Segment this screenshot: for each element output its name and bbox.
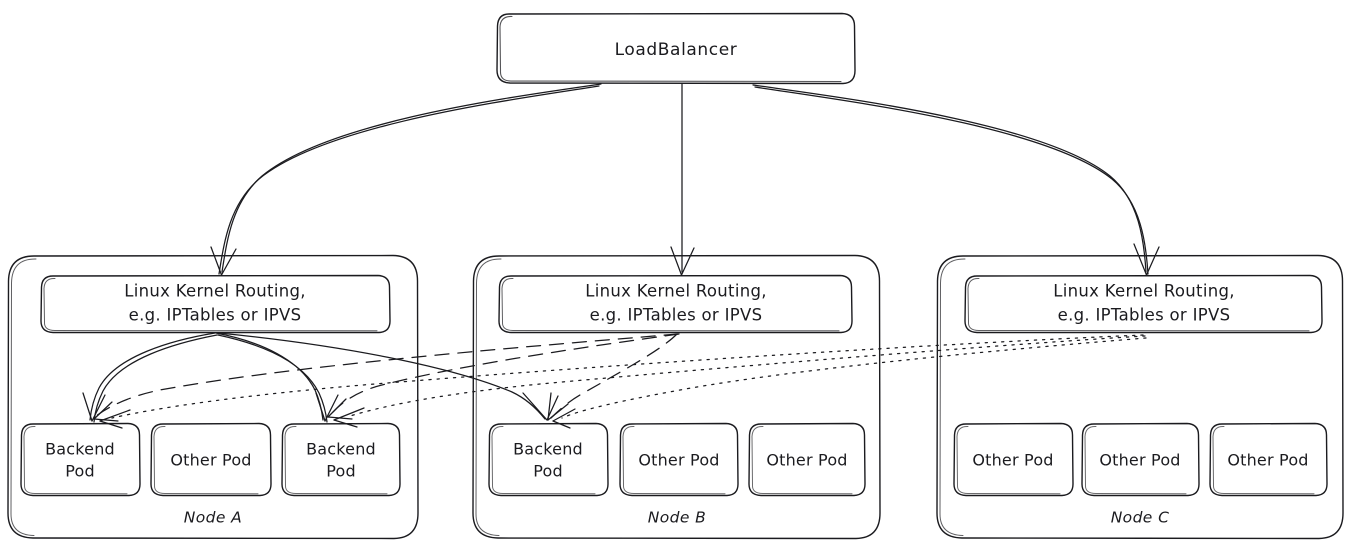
node-b-pod-2[interactable]: Other Pod xyxy=(619,422,739,497)
node-a-routing-label-line2: e.g. IPTables or IPVS xyxy=(129,306,302,325)
node-b-routing-label-line2: e.g. IPTables or IPVS xyxy=(590,306,763,325)
node-b-pod-1-label-line1: Backend xyxy=(513,440,583,459)
node-a-pod-3-label-line2: Pod xyxy=(326,462,356,481)
node-a-pod-3-label-line1: Backend xyxy=(306,440,376,459)
node-a-pod-2-label-line1: Other Pod xyxy=(170,451,251,470)
node-c-container[interactable]: Node C xyxy=(936,254,1344,540)
node-c-routing-label-line2: e.g. IPTables or IPVS xyxy=(1058,306,1231,325)
node-c-pod-1-label-line1: Other Pod xyxy=(972,451,1053,470)
node-b-pod-3-label-line1: Other Pod xyxy=(766,451,847,470)
node-b-pod-2-label-line1: Other Pod xyxy=(638,451,719,470)
node-c-pod-2-label-line1: Other Pod xyxy=(1099,451,1180,470)
node-a-routing-label-line1: Linux Kernel Routing, xyxy=(124,282,306,301)
node-c-label: Node C xyxy=(1111,509,1170,527)
node-b-pod-3[interactable]: Other Pod xyxy=(748,422,866,497)
node-a-label: Node A xyxy=(184,509,242,527)
node-c-pod-1[interactable]: Other Pod xyxy=(953,422,1074,497)
node-c-routing-label-line1: Linux Kernel Routing, xyxy=(1053,282,1235,301)
node-b-routing-box[interactable]: Linux Kernel Routing, e.g. IPTables or I… xyxy=(498,274,853,334)
node-a-pod-3[interactable]: Backend Pod xyxy=(281,422,401,497)
edge-node-a-routing-to-pods-solid xyxy=(82,332,559,423)
edge-lb-to-node-c xyxy=(752,84,1160,276)
node-b-pod-1-label-line2: Pod xyxy=(533,462,563,481)
node-c-pod-3[interactable]: Other Pod xyxy=(1209,422,1328,497)
edge-lb-to-node-a xyxy=(210,83,602,276)
node-a-pod-1-label-line2: Pod xyxy=(65,462,95,481)
node-b-pod-1[interactable]: Backend Pod xyxy=(488,422,609,497)
edge-node-b-routing-to-pods-dashed xyxy=(93,333,680,422)
node-a-pod-1[interactable]: Backend Pod xyxy=(20,422,141,497)
node-a-pod-2[interactable]: Other Pod xyxy=(150,422,272,497)
node-b-container[interactable]: Node B xyxy=(472,254,881,540)
node-a-pod-1-label-line1: Backend xyxy=(45,440,115,459)
node-a-routing-box[interactable]: Linux Kernel Routing, e.g. IPTables or I… xyxy=(40,274,391,334)
edge-lb-to-node-b xyxy=(670,83,695,276)
edge-node-c-routing-to-pods-dotted xyxy=(99,334,1147,429)
loadbalancer-label: LoadBalancer xyxy=(615,40,738,60)
node-c-pod-3-label-line1: Other Pod xyxy=(1227,451,1308,470)
node-b-routing-label-line1: Linux Kernel Routing, xyxy=(585,282,767,301)
node-c-pod-2[interactable]: Other Pod xyxy=(1081,422,1200,497)
node-b-label: Node B xyxy=(648,509,706,527)
node-a-container[interactable]: Node A xyxy=(7,254,419,540)
node-c-routing-box[interactable]: Linux Kernel Routing, e.g. IPTables or I… xyxy=(964,274,1323,334)
loadbalancer-box[interactable]: LoadBalancer xyxy=(496,12,856,85)
